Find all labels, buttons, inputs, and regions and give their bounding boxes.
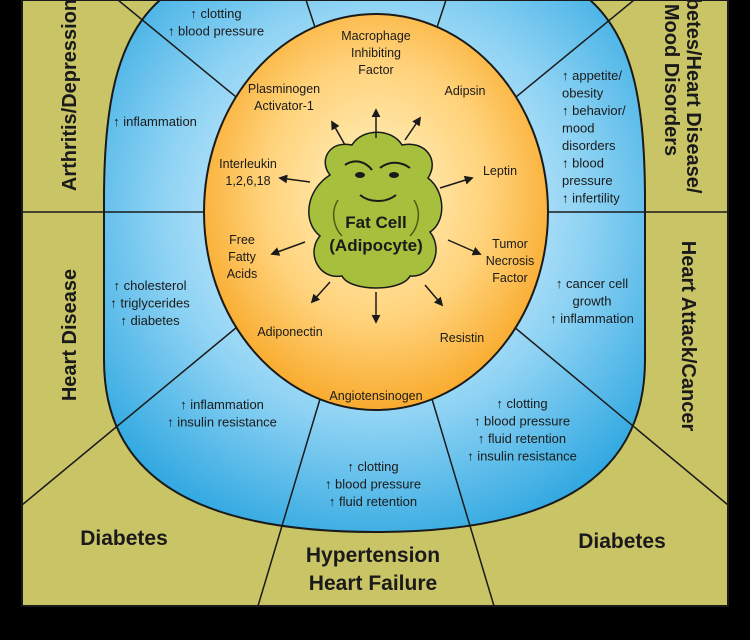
secretion-arrows — [270, 108, 482, 324]
factor-resistin: Resistin — [440, 331, 485, 345]
effect-bottom: ↑ clotting ↑ blood pressure ↑ fluid retent… — [325, 459, 421, 509]
factor-ffa-line: Fatty — [228, 250, 257, 264]
factor-adiponectin-line: Adiponectin — [257, 325, 322, 339]
factor-resistin-line: Resistin — [440, 331, 485, 345]
factor-tnf-line: Factor — [492, 271, 527, 285]
arrow — [404, 116, 422, 141]
disease-bottom-right: Diabetes — [578, 530, 666, 553]
effect-top-right-line: ↑ blood — [562, 156, 604, 171]
effect-top-right-line: mood — [562, 121, 595, 136]
effect-bottom-line: ↑ blood pressure — [325, 477, 421, 492]
effect-bottom-right-line: ↑ fluid retention — [478, 431, 566, 446]
factor-interleukin: Interleukin 1,2,6,18 — [219, 157, 277, 188]
effect-top-line: ↑ clotting — [190, 6, 241, 21]
effect-bottom-right: ↑ clotting ↑ blood pressure ↑ fluid retent… — [467, 396, 577, 464]
fat-cell-icon — [308, 131, 443, 289]
effect-top-right-line: disorders — [562, 138, 616, 153]
effect-bottom-line: ↑ fluid retention — [329, 494, 417, 509]
effect-top-right-line: obesity — [562, 86, 604, 101]
factor-angiotensinogen: Angiotensinogen — [329, 389, 422, 403]
center-line-1: Fat Cell — [345, 213, 406, 232]
effect-bottom-right-line: ↑ blood pressure — [474, 414, 570, 429]
effect-top-right-line: ↑ infertility — [562, 191, 620, 206]
effect-right-line: ↑ cancer cell — [556, 276, 628, 291]
arrow — [278, 174, 311, 184]
effect-right: ↑ cancer cell growth ↑ inflammation — [550, 276, 634, 326]
factor-angiotensinogen-line: Angiotensinogen — [329, 389, 422, 403]
effect-labels: ↑ clotting↑ blood pressure↑ appetite/obe… — [110, 6, 634, 509]
effect-top-right: ↑ appetite/obesity ↑ behavior/mood disorde… — [562, 68, 626, 206]
effect-right-line: ↑ inflammation — [550, 311, 634, 326]
effect-top-left: ↑ inflammation — [113, 114, 197, 129]
effect-top-right-line: ↑ appetite/ — [562, 68, 622, 83]
effect-top-right-line: pressure — [562, 173, 613, 188]
disease-right-top-line: Mood Disorders — [660, 4, 682, 156]
arrow — [447, 239, 482, 256]
effect-bottom-right-line: ↑ clotting — [496, 396, 547, 411]
disease-labels: Arthritis/Depression Diabetes/Heart Disea… — [59, 0, 704, 595]
disease-bottom-left: Diabetes — [80, 527, 168, 550]
effect-bottom-line: ↑ clotting — [347, 459, 398, 474]
factor-pai-line: Activator-1 — [254, 99, 314, 113]
factor-adipsin-line: Adipsin — [445, 84, 486, 98]
disease-left-top: Arthritis/Depression — [59, 0, 81, 191]
effect-right-line: growth — [572, 294, 611, 309]
effect-left-line: ↑ triglycerides — [110, 296, 190, 311]
center-line-2: (Adipocyte) — [329, 236, 423, 255]
disease-bottom-center-line: Heart Failure — [309, 572, 437, 595]
effect-top-right-line: ↑ behavior/ — [562, 103, 626, 118]
effect-top: ↑ clotting ↑ blood pressure — [168, 6, 264, 39]
factor-tnf-line: Necrosis — [486, 254, 535, 268]
effect-left-line: ↑ diabetes — [120, 313, 180, 328]
factor-macrophage-line: Inhibiting — [351, 46, 401, 60]
factor-macrophage-line: Macrophage — [341, 29, 411, 43]
factor-tnf-line: Tumor — [492, 237, 528, 251]
effect-left-line: ↑ cholesterol — [114, 278, 187, 293]
factor-leptin: Leptin — [483, 164, 517, 178]
disease-right-bottom: Heart Attack/Cancer — [677, 241, 699, 432]
disease-right-top-line: Diabetes/Heart Disease/ — [682, 0, 704, 194]
effect-bottom-left-line: ↑ inflammation — [180, 397, 264, 412]
effect-left: ↑ cholesterol ↑ triglycerides ↑ diabetes — [110, 278, 190, 328]
factor-ffa-line: Free — [229, 233, 255, 247]
arrow — [331, 120, 346, 146]
factor-ffa-line: Acids — [227, 267, 258, 281]
factor-adipsin: Adipsin — [445, 84, 486, 98]
arrow — [439, 175, 474, 189]
effect-bottom-left: ↑ inflammation ↑ insulin resistance — [167, 397, 277, 430]
effect-top-left-line: ↑ inflammation — [113, 114, 197, 129]
arrow — [270, 241, 306, 256]
effect-bottom-right-line: ↑ insulin resistance — [467, 449, 577, 464]
disease-bottom-center-line: Hypertension — [306, 544, 440, 567]
arrow — [424, 284, 444, 307]
factor-interleukin-line: 1,2,6,18 — [225, 174, 270, 188]
factor-interleukin-line: Interleukin — [219, 157, 277, 171]
arrow — [310, 281, 331, 304]
effect-top-line: ↑ blood pressure — [168, 24, 264, 39]
disease-right-top: Diabetes/Heart Disease/Mood Disorders — [660, 0, 704, 194]
factor-leptin-line: Leptin — [483, 164, 517, 178]
disease-left-bottom: Heart Disease — [59, 269, 81, 401]
factor-macrophage-line: Factor — [358, 63, 393, 77]
center-label: Fat Cell (Adipocyte) — [329, 213, 423, 255]
factor-adiponectin: Adiponectin — [257, 325, 322, 339]
effect-bottom-left-line: ↑ insulin resistance — [167, 415, 277, 430]
factor-pai-line: Plasminogen — [248, 82, 320, 96]
